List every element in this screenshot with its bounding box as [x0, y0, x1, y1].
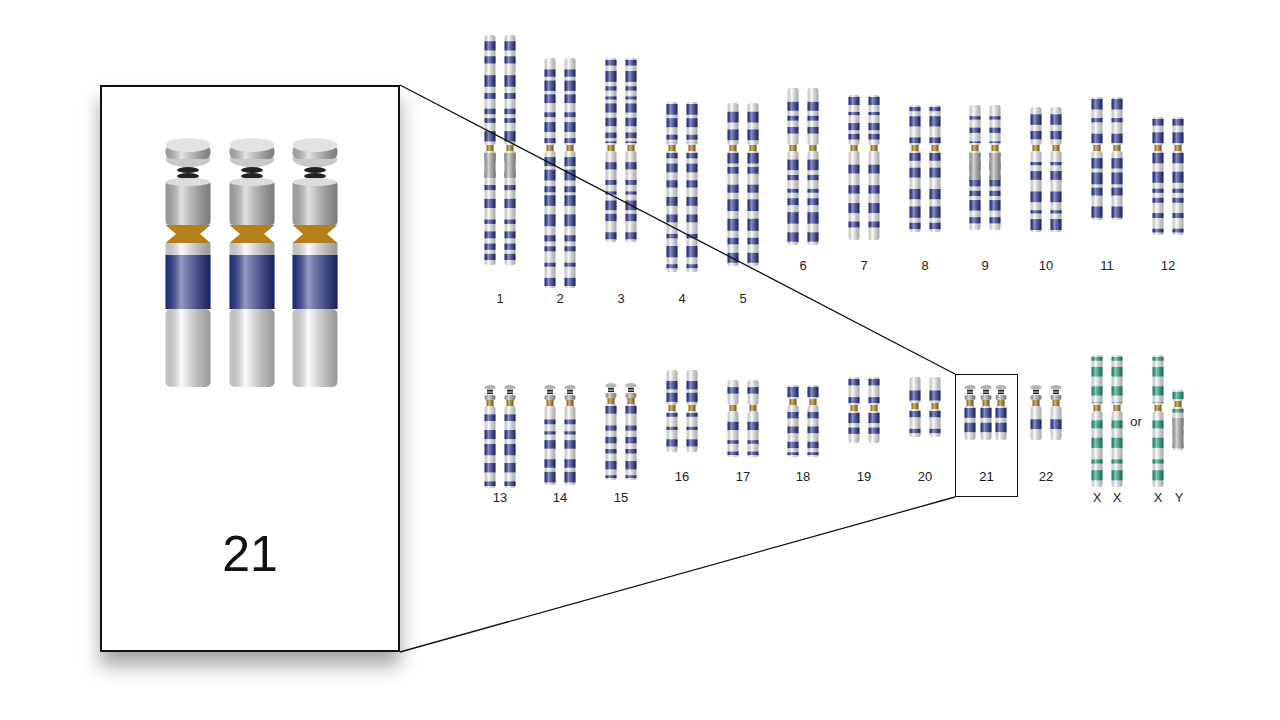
chromosome-number: 3: [617, 292, 624, 305]
chromosome: [1153, 355, 1164, 487]
zoom-line: [400, 85, 955, 374]
chromosome: [1173, 390, 1184, 450]
chromosome: [849, 95, 860, 240]
chromosome: [990, 105, 1001, 230]
chromosome: [1051, 385, 1062, 440]
highlight-box: 21: [955, 374, 1018, 497]
chromosome: [626, 383, 637, 480]
chromosome-number: 16: [675, 470, 689, 483]
chromosome-number: 11: [1100, 259, 1114, 272]
chromosome: [748, 380, 759, 457]
chromosome: [728, 103, 739, 266]
chromosome: [626, 58, 637, 242]
chromosome: [505, 35, 516, 265]
chromosome-number: 15: [614, 491, 628, 504]
chromosome: [1031, 107, 1042, 232]
chromosome-number: 14: [553, 491, 567, 504]
chromosome-number: 8: [921, 259, 928, 272]
chromosome: [667, 370, 678, 452]
chromosome: [970, 105, 981, 230]
chromosome: [1092, 355, 1103, 487]
chromosome: [748, 103, 759, 266]
chromosome-number: 21: [956, 470, 1017, 484]
chromosome: [565, 385, 576, 485]
chromosome: [1092, 97, 1103, 220]
chromosome: [505, 385, 516, 488]
zoom-line: [400, 497, 955, 652]
chromosome: [606, 58, 617, 242]
chromosome: [606, 383, 617, 480]
zoom-number: 21: [102, 527, 398, 582]
chromosome: [788, 385, 799, 457]
chromosome: [849, 377, 860, 443]
chromosome-21: [293, 138, 338, 387]
chromosome-number: X: [1113, 491, 1122, 504]
chromosome: [788, 88, 799, 245]
chromosome-number: 6: [799, 259, 806, 272]
chromosome: [996, 385, 1007, 440]
chromosome-number: 9: [981, 259, 988, 272]
chromosome: [930, 105, 941, 232]
chromosome: [1031, 385, 1042, 440]
chromosome: [965, 385, 976, 440]
chromosome-number: Y: [1175, 491, 1184, 504]
chromosome: [869, 95, 880, 240]
chromosome-number: 12: [1161, 259, 1175, 272]
chromosome: [545, 58, 556, 288]
chromosome-number: 4: [678, 292, 685, 305]
chromosome: [687, 102, 698, 272]
chromosome: [869, 377, 880, 443]
chromosome-21: [166, 138, 211, 387]
chromosome: [808, 385, 819, 457]
chromosome: [981, 385, 992, 440]
chromosome-number: 2: [556, 292, 563, 305]
chromosome-number: 22: [1039, 470, 1053, 483]
chromosome: [1153, 117, 1164, 235]
chromosome: [808, 88, 819, 245]
chromosome-number: 5: [739, 292, 746, 305]
chromosome: [910, 377, 921, 437]
chromosome-number: 1: [496, 292, 503, 305]
chromosome: [545, 385, 556, 485]
chromosome: [687, 370, 698, 452]
chromosome: [930, 377, 941, 437]
chromosome-number: 13: [493, 491, 507, 504]
chromosome-number: 17: [736, 470, 750, 483]
chromosome-number: X: [1154, 491, 1163, 504]
chromosome-number: 10: [1039, 259, 1053, 272]
chromosome: [485, 35, 496, 265]
chromosome: [728, 380, 739, 457]
chromosome-number: or: [1130, 415, 1142, 428]
chromosome: [910, 105, 921, 232]
chromosome: [1173, 117, 1184, 235]
zoom-box: 21: [100, 85, 400, 652]
chromosome: [1051, 107, 1062, 232]
chromosome: [667, 102, 678, 272]
chromosome: [1112, 355, 1123, 487]
chromosome: [1112, 97, 1123, 220]
chromosome-number: 19: [857, 470, 871, 483]
chromosome-21: [230, 138, 275, 387]
chromosome-number: 18: [796, 470, 810, 483]
chromosome: [485, 385, 496, 488]
chromosome-number: X: [1093, 491, 1102, 504]
chromosome-number: 7: [860, 259, 867, 272]
chromosome-number: 20: [918, 470, 932, 483]
